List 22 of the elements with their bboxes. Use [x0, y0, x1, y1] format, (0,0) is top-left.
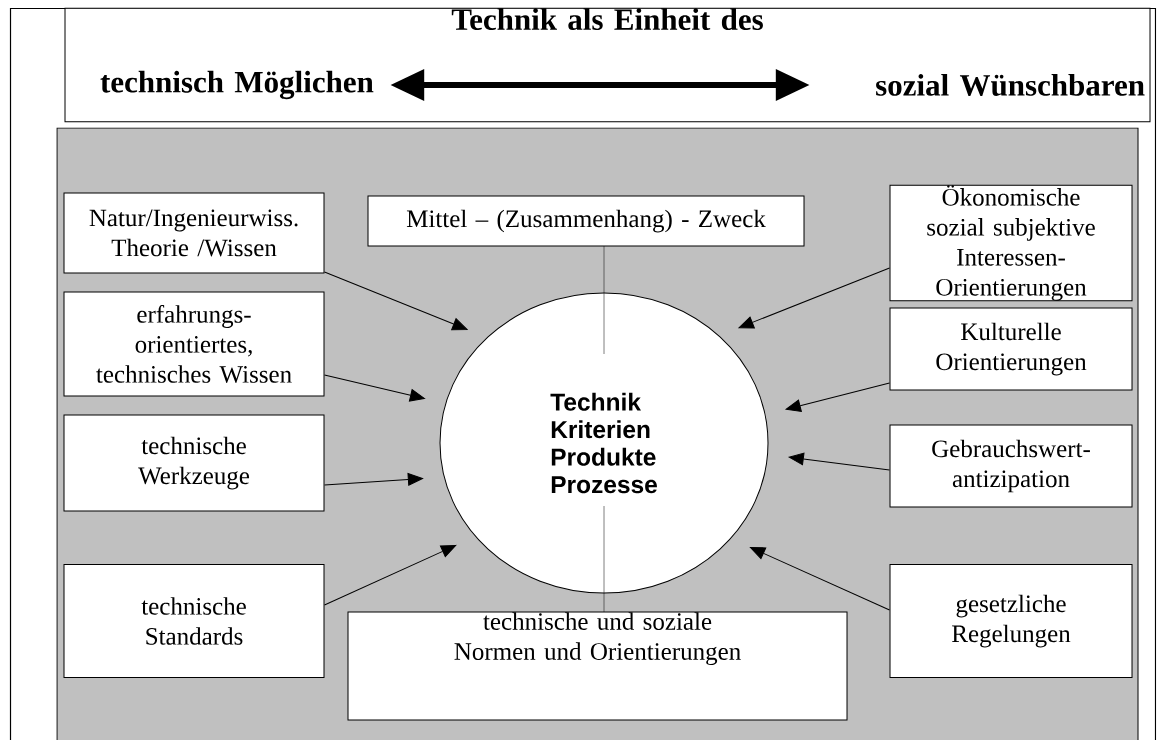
- factor-box: Kulturelle Orientierungen: [889, 307, 1133, 391]
- dotted-connector: [603, 505, 605, 612]
- arrow: [785, 382, 890, 412]
- factor-box: gesetzliche Regelungen: [889, 564, 1133, 678]
- factor-box: technische und soziale Normen und Orientierungen: [347, 611, 848, 721]
- side-label: sozial Wünschbaren: [876, 74, 1145, 96]
- arrow: [324, 473, 423, 486]
- factor-box: erfahrungs- orientiertes, technisches Wissen: [63, 291, 325, 397]
- arrow: [324, 544, 457, 606]
- side-label: technisch Möglichen: [100, 70, 374, 100]
- arrow: [324, 271, 468, 331]
- factor-box: Natur/Ingenieurwiss. Theorie /Wissen: [63, 192, 325, 274]
- arrow: [738, 267, 890, 329]
- arrow: [788, 452, 890, 471]
- dotted-connector: [603, 246, 605, 355]
- factor-box: Ökonomische sozial subjektive Interessen- Orientierungen: [889, 184, 1133, 302]
- factor-box: Mittel – (Zusammenhang) - Zweck: [367, 195, 805, 247]
- factor-box: Gebrauchswert- antizipation: [889, 424, 1133, 508]
- arrow: [749, 546, 890, 611]
- factor-box: technische Standards: [63, 564, 325, 678]
- factor-box: technische Werkzeuge: [63, 414, 325, 512]
- arrow: [324, 374, 426, 402]
